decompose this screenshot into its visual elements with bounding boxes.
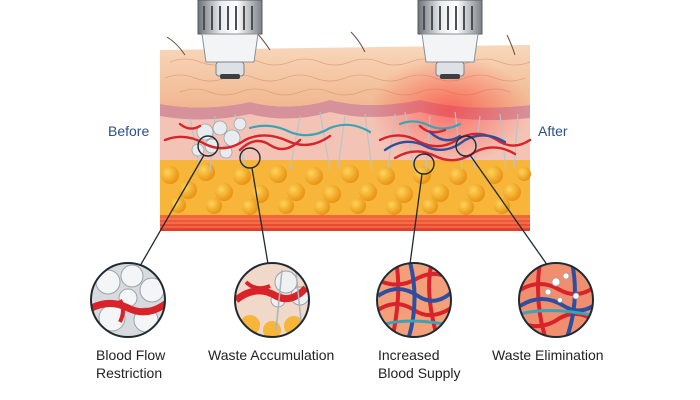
ring-waste-accumulation bbox=[239, 147, 261, 169]
leader-waste-elimination bbox=[469, 154, 549, 267]
waste-deposits bbox=[191, 117, 247, 159]
lymph-vessels bbox=[248, 120, 462, 137]
callout-circle-increased-blood-supply bbox=[376, 262, 452, 338]
magnifier-rings bbox=[197, 135, 477, 175]
leader-lines bbox=[139, 154, 549, 267]
leader-increased-blood-supply bbox=[409, 173, 423, 265]
callout-circle-waste-accumulation bbox=[234, 262, 310, 338]
collagen-fibers bbox=[189, 111, 519, 173]
shockwave-applicator-after-icon bbox=[417, 0, 483, 79]
caption-line: Waste Elimination bbox=[492, 347, 604, 363]
caption-line: Waste Accumulation bbox=[208, 347, 335, 363]
caption-waste-elimination: Waste Elimination bbox=[492, 346, 604, 364]
caption-blood-flow-restriction: Blood Flow Restriction bbox=[96, 346, 165, 382]
caption-line: Blood Flow bbox=[96, 347, 166, 363]
ring-waste-elimination bbox=[455, 135, 477, 157]
callout-circle-blood-flow-restriction bbox=[90, 262, 166, 338]
after-label: After bbox=[538, 123, 568, 139]
muscle-fibers bbox=[160, 218, 530, 228]
blood-vessels-before bbox=[163, 122, 332, 152]
ring-increased-blood-supply bbox=[413, 153, 435, 175]
callout-circle-waste-elimination bbox=[518, 262, 594, 338]
shockwave-applicator-before-icon bbox=[197, 0, 263, 79]
before-label: Before bbox=[108, 123, 150, 139]
leader-waste-accumulation bbox=[251, 167, 269, 265]
veins-after bbox=[383, 130, 507, 152]
tissue-cross-section bbox=[160, 29, 532, 231]
ring-blood-flow-restriction bbox=[197, 135, 219, 157]
caption-increased-blood-supply: Increased Blood Supply bbox=[378, 346, 461, 382]
caption-waste-accumulation: Waste Accumulation bbox=[208, 346, 334, 364]
caption-line: Restriction bbox=[96, 365, 163, 381]
caption-line: Increased bbox=[378, 347, 440, 363]
caption-line: Blood Supply bbox=[378, 365, 461, 381]
leader-blood-flow-restriction bbox=[139, 154, 205, 267]
